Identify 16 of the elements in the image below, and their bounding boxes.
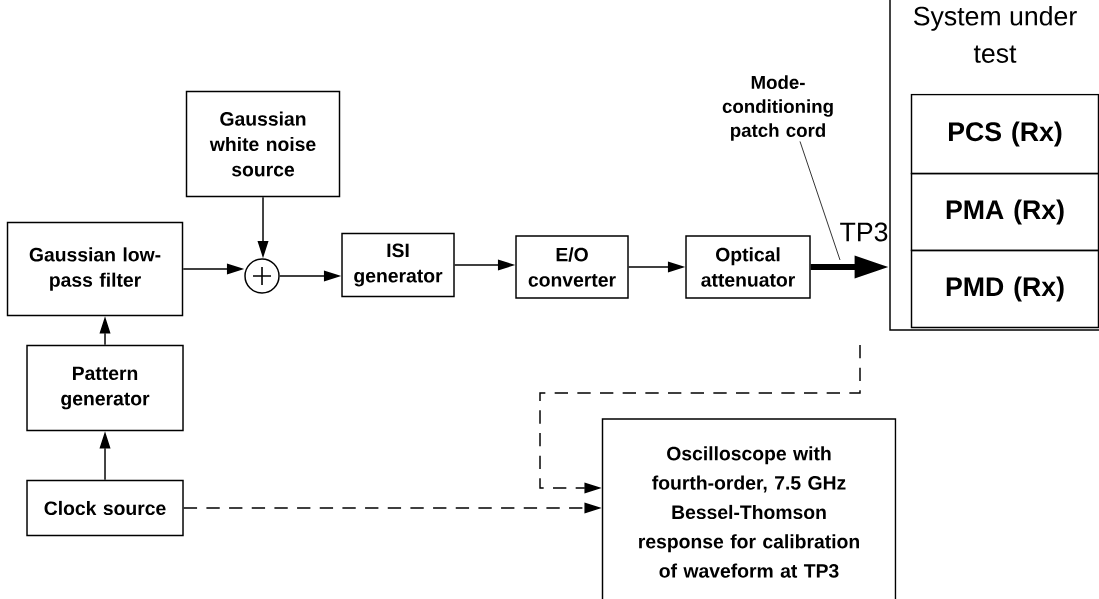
noise-source-box: Gaussian white noise source <box>185 90 341 198</box>
summing-junction <box>244 258 280 294</box>
callout-text: Mode-conditioning patch cord <box>722 75 833 141</box>
test-point-label: TP3 <box>840 222 888 242</box>
generator-box: Pattern generator <box>26 344 184 432</box>
attenuator-box: Optical attenuator <box>685 235 811 299</box>
clock-source-box: Clock source <box>26 479 184 537</box>
generator-box: ISI generator <box>341 232 455 298</box>
converter-box: E/O converter <box>515 235 629 299</box>
arrow <box>539 344 861 494</box>
leader-line <box>799 141 841 261</box>
layer-box: PMD (Rx) <box>910 249 1099 329</box>
oscilloscope-box: Oscilloscope with fourth-order, 7.5 GHz Bessel-Thomson response for calibration of waveform at TP3 <box>601 418 897 599</box>
layer-box: PMA (Rx) <box>910 172 1099 252</box>
layer-box: PCS (Rx) <box>910 93 1099 175</box>
filter-box: Gaussian low-pass filter <box>6 221 184 317</box>
